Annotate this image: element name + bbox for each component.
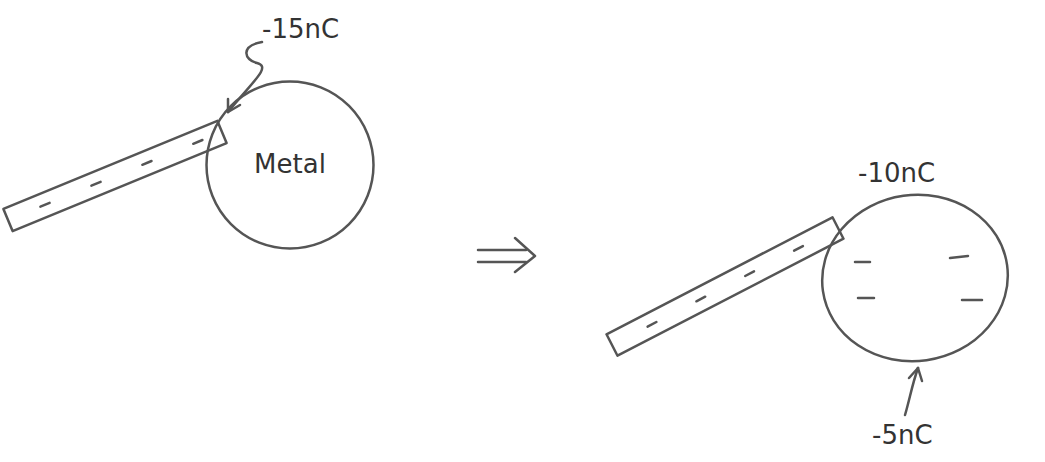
charge-arrow bbox=[228, 42, 262, 112]
charge-label: -5nC bbox=[872, 420, 933, 451]
metal-sphere: Metal bbox=[205, 80, 375, 250]
charge-label: -15nC bbox=[262, 14, 339, 45]
sphere-outline bbox=[207, 82, 374, 249]
charged-sphere bbox=[811, 183, 1018, 373]
charged-rod bbox=[607, 217, 844, 355]
node-label: Metal bbox=[254, 149, 326, 180]
charge-label: -10nC bbox=[858, 158, 935, 189]
charged-rod bbox=[3, 121, 226, 231]
charge-arrow bbox=[905, 368, 922, 415]
transition-arrow bbox=[478, 238, 535, 272]
